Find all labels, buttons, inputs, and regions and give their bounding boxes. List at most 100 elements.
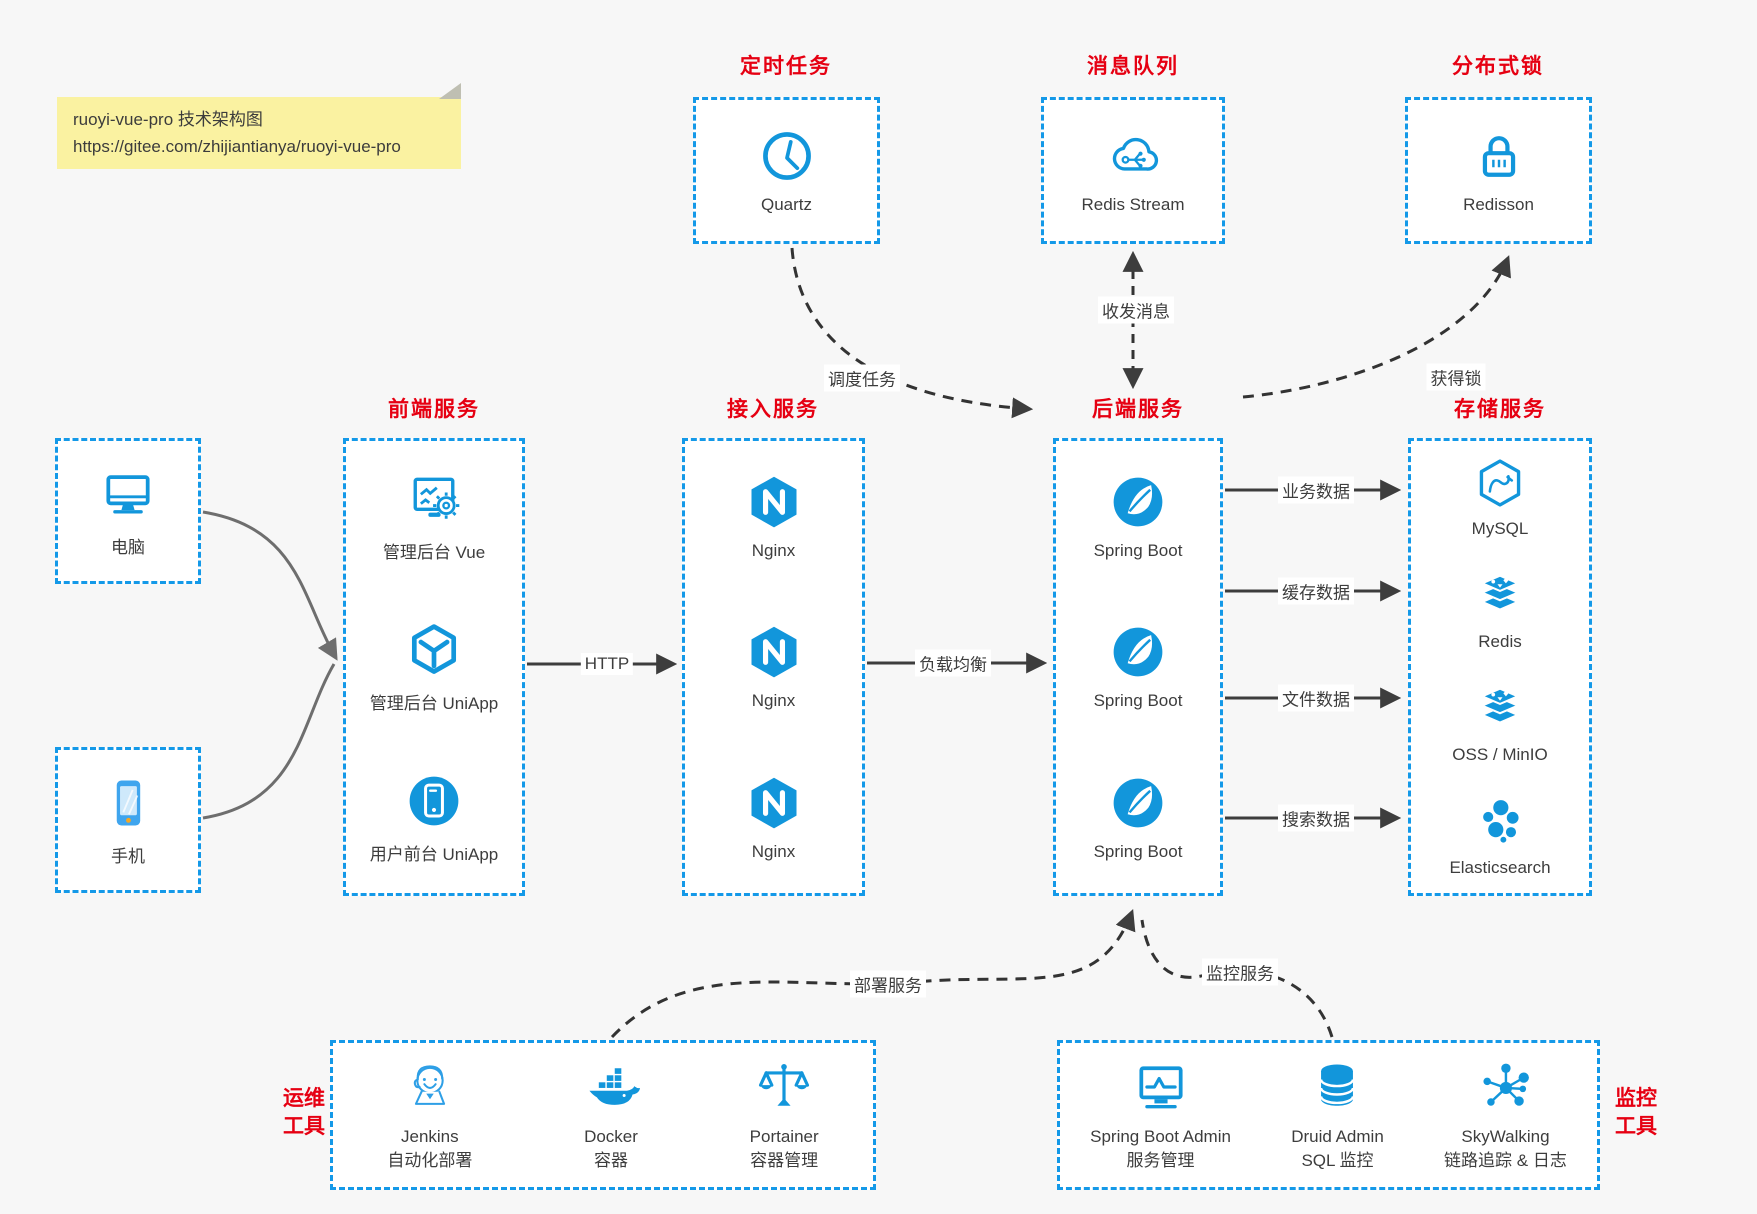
tool-name: Spring Boot Admin	[1090, 1127, 1231, 1146]
cloud-stream-icon	[1112, 137, 1159, 171]
list-item: Portainer 容器管理	[750, 1057, 819, 1173]
sticky-note: ruoyi-vue-pro 技术架构图 https://gitee.com/zh…	[57, 83, 461, 169]
list-item: Jenkins 自动化部署	[387, 1057, 472, 1173]
group-title-storage: 存储服务	[1454, 398, 1546, 421]
tool-name: Jenkins	[401, 1127, 459, 1146]
list-item: MySQL	[1471, 456, 1529, 539]
list-item: Redisson	[1463, 126, 1534, 215]
edge-label-cache-data: 缓存数据	[1278, 577, 1354, 605]
group-title-backend: 后端服务	[1092, 398, 1184, 421]
mysql-icon	[1479, 459, 1521, 507]
group-title-gateway: 接入服务	[727, 398, 819, 421]
mobile-icon	[116, 780, 141, 826]
list-item: Spring Boot	[1093, 472, 1183, 561]
item-label: Elasticsearch	[1449, 858, 1551, 877]
list-item: Quartz	[757, 126, 817, 215]
edge-label-monitor: 监控服务	[1202, 958, 1278, 986]
scheduler-box: Quartz	[693, 97, 880, 244]
edge-label-http: HTTP	[580, 653, 634, 675]
list-item: 用户前台 UniApp	[370, 771, 498, 865]
skywalking-icon	[1483, 1063, 1530, 1106]
edge-mobile-to-frontend	[202, 663, 336, 820]
item-label: Spring Boot	[1093, 691, 1183, 711]
item-label: Redis Stream	[1081, 195, 1185, 214]
clock-icon	[762, 132, 811, 180]
list-item: Druid Admin SQL 监控	[1291, 1057, 1384, 1173]
edge-label-search-data: 搜索数据	[1278, 804, 1354, 832]
group-title-lock: 分布式锁	[1452, 55, 1544, 78]
list-item: Nginx	[744, 472, 804, 561]
list-item: Docker 容器	[581, 1057, 641, 1173]
redis-stack-icon	[1479, 574, 1521, 611]
list-item: Nginx	[744, 622, 804, 711]
lock-icon	[1482, 136, 1515, 177]
list-item: SkyWalking 链路追踪 & 日志	[1444, 1057, 1567, 1173]
list-item: 管理后台 UniApp	[370, 620, 498, 714]
item-label: Nginx	[751, 842, 796, 862]
item-label: Quartz	[760, 195, 813, 214]
group-title-scheduler: 定时任务	[740, 55, 832, 78]
list-item: Redis	[1473, 569, 1527, 652]
note-fold-corner	[439, 83, 461, 99]
note-url: https://gitee.com/zhijiantianya/ruoyi-vu…	[73, 137, 401, 156]
tool-desc: 容器管理	[750, 1151, 819, 1170]
list-item: 电脑	[98, 464, 158, 558]
edge-label-acquire-lock: 获得锁	[1426, 363, 1486, 391]
uniapp-cube-icon	[411, 624, 457, 674]
edge-label-load-balance: 负载均衡	[915, 649, 991, 677]
tool-desc: 自动化部署	[387, 1151, 473, 1170]
edge-label-file-data: 文件数据	[1278, 684, 1354, 712]
item-label: 管理后台 UniApp	[369, 693, 499, 713]
nginx-icon	[751, 627, 796, 678]
item-label: 手机	[111, 847, 145, 866]
group-title-ops: 运维工具	[283, 1087, 325, 1138]
backend-box: Spring Boot Spring Boot Spring Boot	[1053, 438, 1223, 896]
note-title: ruoyi-vue-pro 技术架构图	[73, 110, 263, 129]
admin-vue-icon	[413, 477, 460, 520]
tool-name: Portainer	[749, 1127, 819, 1146]
portainer-icon	[759, 1064, 810, 1106]
spring-icon	[1113, 778, 1163, 828]
tool-desc: 链路追踪 & 日志	[1444, 1151, 1567, 1170]
list-item: Nginx	[744, 773, 804, 862]
list-item: Elasticsearch	[1449, 795, 1551, 878]
druid-icon	[1320, 1064, 1355, 1106]
group-title-mq: 消息队列	[1087, 55, 1179, 78]
gateway-box: Nginx Nginx Nginx	[682, 438, 865, 896]
tool-name: Druid Admin	[1291, 1127, 1384, 1146]
item-label: OSS / MinIO	[1452, 745, 1548, 764]
storage-box: MySQL Redis OSS / MinIO	[1408, 438, 1592, 896]
item-label: Spring Boot	[1093, 842, 1183, 862]
item-label: Redis	[1478, 632, 1522, 651]
item-label: Spring Boot	[1093, 540, 1183, 560]
nginx-icon	[751, 476, 796, 528]
spring-icon	[1113, 477, 1163, 527]
edge-pc-to-frontend	[202, 510, 338, 661]
lock-box: Redisson	[1405, 97, 1592, 244]
list-item: 手机	[98, 773, 158, 867]
spring-icon	[1113, 628, 1163, 677]
item-label: Nginx	[751, 691, 796, 711]
item-label: MySQL	[1471, 519, 1529, 538]
edge-label-deploy: 部署服务	[850, 970, 926, 998]
group-title-monitor-tools: 监控工具	[1615, 1087, 1657, 1138]
docker-icon	[589, 1068, 641, 1105]
item-label: 管理后台 Vue	[382, 543, 486, 563]
item-label: 电脑	[111, 538, 145, 557]
monitor-tools-box: Spring Boot Admin 服务管理 Druid Admin SQL 监…	[1057, 1040, 1600, 1190]
ops-tools-box: Jenkins 自动化部署 Docker 容器	[330, 1040, 876, 1190]
item-label: Nginx	[751, 540, 796, 560]
tool-desc: 服务管理	[1126, 1151, 1195, 1170]
edge-label-schedule: 调度任务	[824, 364, 900, 392]
desktop-icon	[106, 475, 150, 514]
list-item: Spring Boot	[1093, 773, 1183, 862]
user-app-icon	[409, 776, 459, 826]
jenkins-icon	[413, 1065, 445, 1105]
edge-label-message: 收发消息	[1098, 296, 1174, 324]
elasticsearch-icon	[1481, 798, 1521, 845]
tool-desc: 容器	[594, 1151, 628, 1170]
client-mobile-box: 手机	[55, 747, 201, 893]
item-label: Redisson	[1463, 195, 1534, 214]
list-item: Spring Boot	[1093, 622, 1183, 711]
